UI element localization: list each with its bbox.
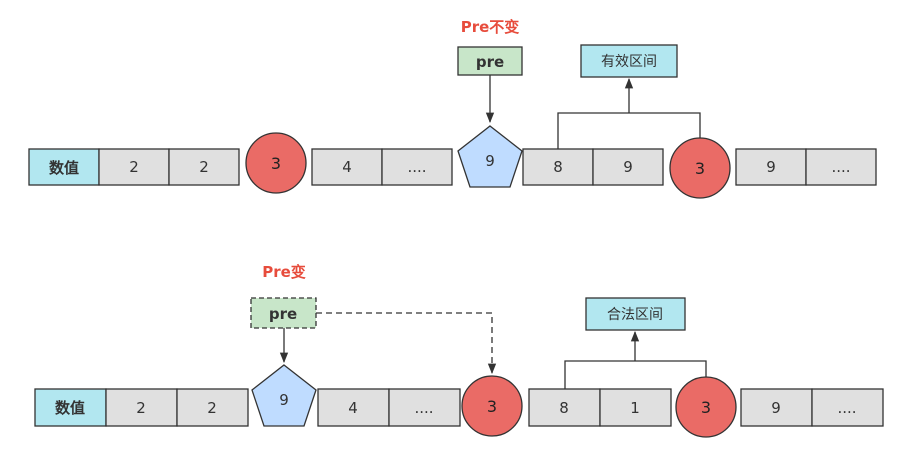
cell-value: 2 bbox=[199, 158, 209, 176]
bottom-header-cell: 数值 bbox=[34, 388, 107, 427]
top-interval-bracket bbox=[557, 112, 701, 149]
bottom-cell-dots: .... bbox=[811, 388, 884, 427]
top-interval-label: 有效区间 bbox=[601, 54, 657, 70]
circle-value: 3 bbox=[695, 159, 705, 178]
cell-value: 9 bbox=[771, 399, 781, 417]
bottom-interval-box: 合法区间 bbox=[585, 297, 686, 331]
top-circle-3: 3 bbox=[245, 132, 307, 194]
bottom-interval-label: 合法区间 bbox=[607, 307, 663, 323]
bottom-cell-2: 2 bbox=[176, 388, 249, 427]
top-cell-2: 2 bbox=[168, 148, 240, 186]
bottom-cell-5: .... bbox=[388, 388, 461, 427]
bottom-circle-3b: 3 bbox=[675, 376, 737, 438]
bottom-cell-8: 8 bbox=[528, 388, 601, 427]
bottom-cell-1b: 1 bbox=[599, 388, 672, 427]
cell-value: 2 bbox=[207, 399, 217, 417]
bottom-cell-4: 4 bbox=[317, 388, 390, 427]
cell-value: 4 bbox=[348, 399, 358, 417]
bottom-annotation: Pre变 bbox=[262, 263, 306, 281]
cell-value: 8 bbox=[559, 399, 569, 417]
top-pre-box: pre bbox=[457, 46, 523, 76]
cell-value: 4 bbox=[342, 158, 352, 176]
top-cell-4: 4 bbox=[311, 148, 383, 186]
cell-value: 1 bbox=[630, 399, 640, 417]
bottom-pentagon-9: 9 bbox=[251, 364, 317, 427]
pentagon-value: 9 bbox=[279, 391, 289, 409]
top-pre-label: pre bbox=[476, 53, 504, 71]
cell-value: 9 bbox=[623, 158, 633, 176]
top-annotation: Pre不变 bbox=[461, 18, 520, 36]
top-cell-8: 8 bbox=[522, 148, 594, 186]
top-pentagon-9: 9 bbox=[457, 125, 523, 188]
circle-value: 3 bbox=[271, 154, 281, 173]
top-cell-9b: 9 bbox=[735, 148, 807, 186]
circle-value: 3 bbox=[701, 398, 711, 417]
bottom-pre-label: pre bbox=[269, 305, 297, 323]
bottom-cell-9: 9 bbox=[740, 388, 813, 427]
top-header-label: 数值 bbox=[49, 159, 79, 177]
bottom-circle-3: 3 bbox=[461, 375, 523, 437]
cell-value: .... bbox=[837, 399, 856, 417]
cell-value: .... bbox=[831, 158, 850, 176]
cell-value: 2 bbox=[136, 399, 146, 417]
top-row: Pre不变 pre 有效区间 数值 2 2 3 4 bbox=[28, 18, 877, 199]
cell-value: .... bbox=[414, 399, 433, 417]
top-cell-1: 2 bbox=[98, 148, 170, 186]
bottom-interval-bracket bbox=[564, 360, 707, 389]
bottom-row: Pre变 pre 合法区间 数值 2 2 9 bbox=[34, 263, 884, 438]
bottom-pre-move-arrow bbox=[316, 312, 497, 375]
top-cell-9: 9 bbox=[592, 148, 664, 186]
top-header-cell: 数值 bbox=[28, 148, 100, 186]
bottom-cell-1: 2 bbox=[105, 388, 178, 427]
cell-value: 9 bbox=[766, 158, 776, 176]
bottom-pre-box: pre bbox=[250, 297, 317, 329]
top-circle-3b: 3 bbox=[669, 137, 731, 199]
top-cell-5: .... bbox=[381, 148, 453, 186]
cell-value: 8 bbox=[553, 158, 563, 176]
bottom-header-label: 数值 bbox=[55, 399, 85, 417]
top-cell-dots: .... bbox=[805, 148, 877, 186]
pentagon-value: 9 bbox=[485, 152, 495, 170]
cell-value: .... bbox=[407, 158, 426, 176]
top-interval-box: 有效区间 bbox=[580, 44, 678, 78]
circle-value: 3 bbox=[487, 397, 497, 416]
cell-value: 2 bbox=[129, 158, 139, 176]
